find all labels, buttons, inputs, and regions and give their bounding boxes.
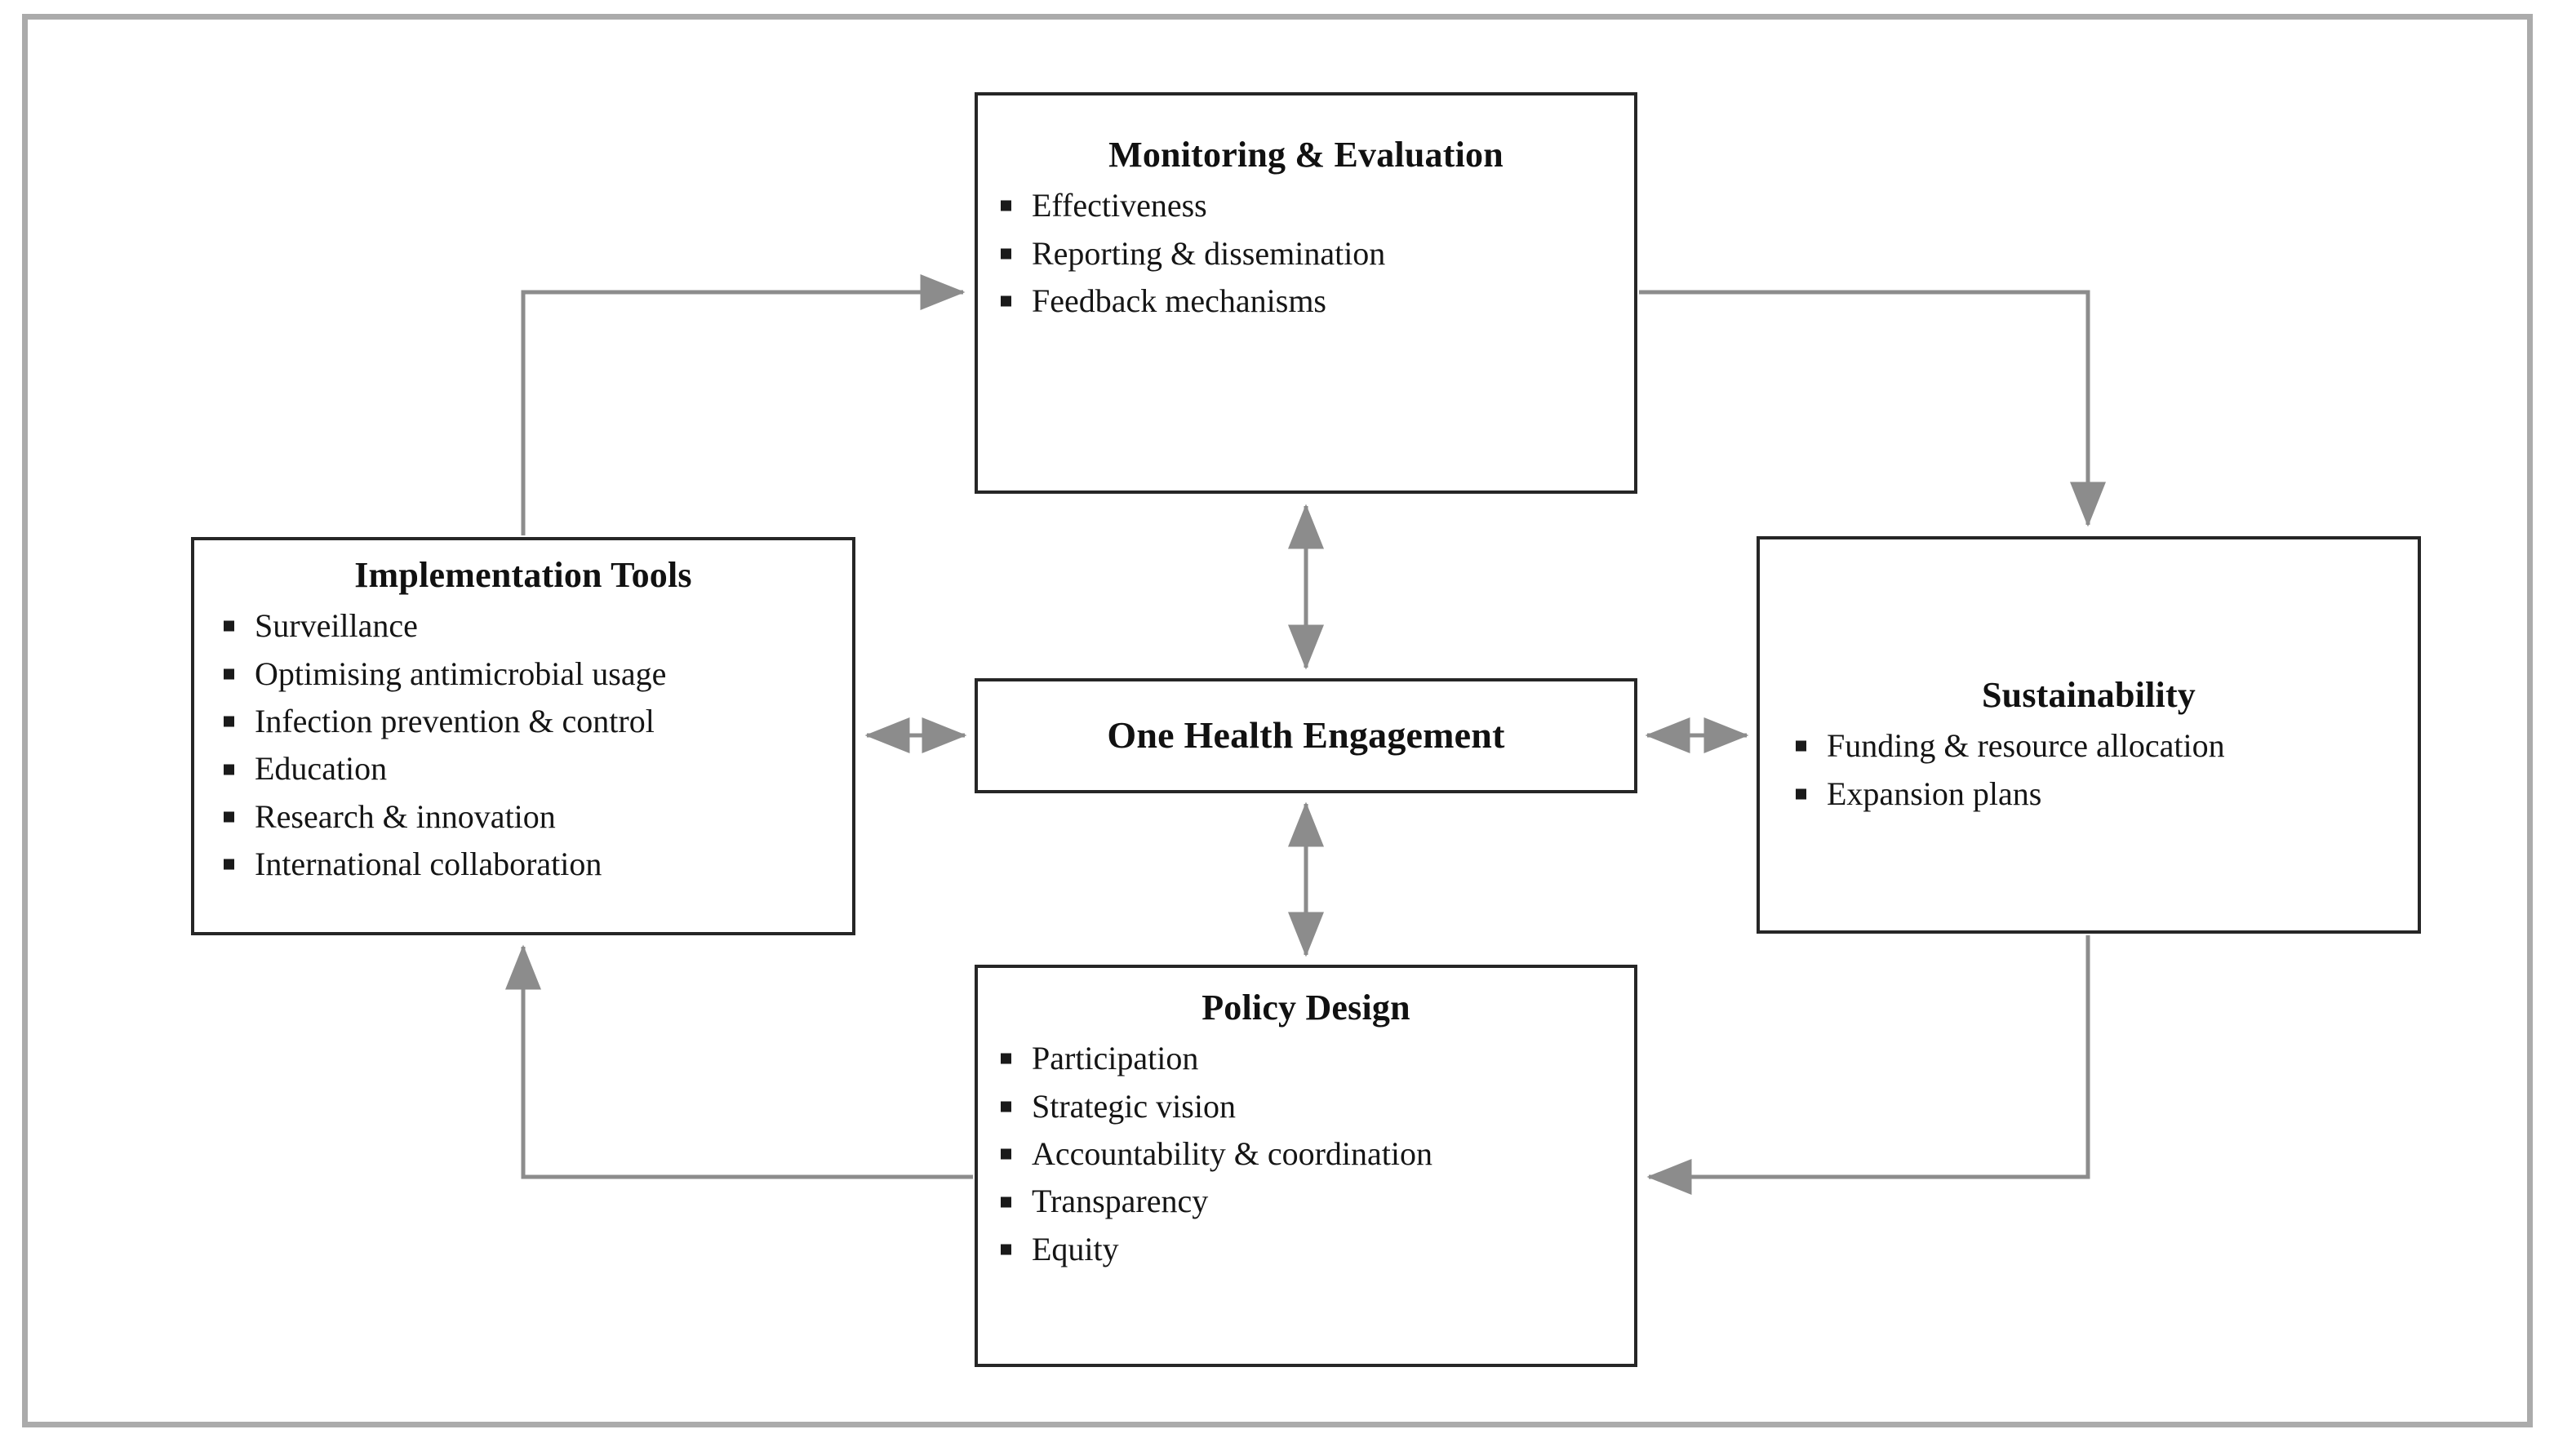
square-bullet-icon — [1796, 788, 1806, 800]
list-item-label: Funding & resource allocation — [1827, 727, 2225, 765]
list-item: Funding & resource allocation — [1784, 722, 2418, 770]
list-item-label: Optimising antimicrobial usage — [255, 655, 667, 692]
list-item: Education — [212, 745, 852, 792]
list-item: Strategic vision — [989, 1083, 1634, 1130]
list-item-label: Effectiveness — [1032, 187, 1207, 224]
square-bullet-icon — [224, 764, 234, 775]
square-bullet-icon — [1001, 248, 1011, 260]
list-item-label: Participation — [1032, 1040, 1199, 1077]
node-monitoring-evaluation[interactable]: Monitoring & Evaluation Effectiveness Re… — [975, 92, 1637, 494]
square-bullet-icon — [1001, 200, 1011, 211]
node-sustainability-list: Funding & resource allocation Expansion … — [1784, 722, 2418, 818]
square-bullet-icon — [1001, 1148, 1011, 1160]
square-bullet-icon — [1796, 740, 1806, 752]
square-bullet-icon — [224, 859, 234, 870]
list-item: Expansion plans — [1784, 770, 2418, 818]
node-policy-list: Participation Strategic vision Accountab… — [989, 1035, 1634, 1273]
list-item: Infection prevention & control — [212, 698, 852, 745]
node-sustainability[interactable]: Sustainability Funding & resource alloca… — [1757, 536, 2421, 934]
node-implementation-list: Surveillance Optimising antimicrobial us… — [212, 602, 852, 888]
list-item: Reporting & dissemination — [989, 230, 1634, 277]
node-monitoring-title: Monitoring & Evaluation — [1108, 135, 1504, 175]
list-item: Optimising antimicrobial usage — [212, 650, 852, 698]
node-sustainability-title: Sustainability — [1981, 675, 2196, 715]
list-item: Research & innovation — [212, 793, 852, 841]
square-bullet-icon — [1001, 1244, 1011, 1255]
connector-monitoring-to-sustainability — [1639, 290, 2106, 527]
connector-implementation-to-monitoring — [521, 274, 966, 535]
list-item-label: Strategic vision — [1032, 1087, 1236, 1125]
list-item-label: Infection prevention & control — [255, 702, 655, 739]
list-item-label: Expansion plans — [1827, 775, 2042, 812]
connector-policy-to-implementation — [505, 944, 973, 1179]
square-bullet-icon — [224, 620, 234, 632]
square-bullet-icon — [224, 716, 234, 727]
list-item: Participation — [989, 1035, 1634, 1082]
list-item: International collaboration — [212, 841, 852, 888]
list-item-label: Reporting & dissemination — [1032, 234, 1386, 272]
list-item: Surveillance — [212, 602, 852, 650]
list-item-label: Education — [255, 750, 388, 788]
list-item: Accountability & coordination — [989, 1130, 1634, 1178]
node-one-health-engagement[interactable]: One Health Engagement — [975, 678, 1637, 793]
list-item-label: Equity — [1032, 1230, 1119, 1267]
connector-sustainability-to-policy — [1646, 935, 2090, 1195]
square-bullet-icon — [1001, 1196, 1011, 1208]
outer-frame-border — [22, 14, 2533, 1427]
square-bullet-icon — [1001, 1101, 1011, 1112]
node-center-title: One Health Engagement — [1107, 714, 1505, 757]
list-item-label: Feedback mechanisms — [1032, 282, 1326, 319]
list-item-label: International collaboration — [255, 846, 602, 883]
square-bullet-icon — [224, 668, 234, 680]
list-item-label: Research & innovation — [255, 797, 556, 835]
list-item-label: Transparency — [1032, 1183, 1209, 1220]
node-policy-design[interactable]: Policy Design Participation Strategic vi… — [975, 965, 1637, 1367]
square-bullet-icon — [1001, 1053, 1011, 1064]
list-item: Feedback mechanisms — [989, 277, 1634, 325]
list-item: Equity — [989, 1226, 1634, 1273]
node-implementation-title: Implementation Tools — [354, 555, 692, 595]
node-implementation-tools[interactable]: Implementation Tools Surveillance Optimi… — [191, 537, 855, 935]
list-item: Transparency — [989, 1178, 1634, 1225]
square-bullet-icon — [1001, 295, 1011, 307]
list-item-label: Surveillance — [255, 607, 418, 645]
list-item: Effectiveness — [989, 182, 1634, 229]
node-policy-title: Policy Design — [1201, 988, 1410, 1028]
node-monitoring-list: Effectiveness Reporting & dissemination … — [989, 182, 1634, 325]
square-bullet-icon — [224, 811, 234, 823]
list-item-label: Accountability & coordination — [1032, 1134, 1432, 1172]
